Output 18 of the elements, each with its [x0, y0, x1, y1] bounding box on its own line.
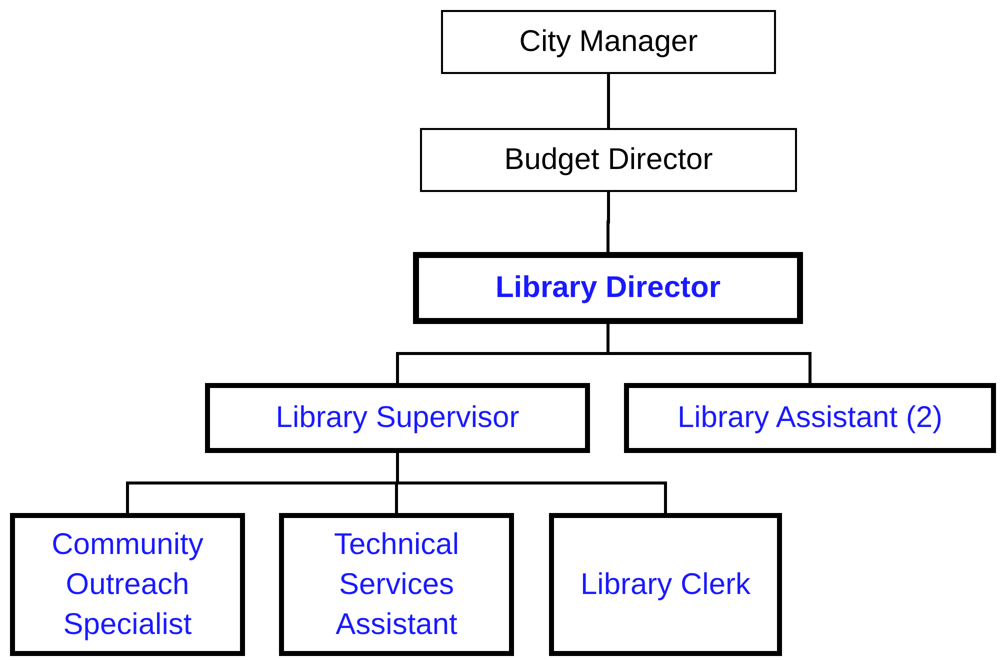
connector-line [606, 192, 610, 252]
position-box [10, 513, 245, 656]
position-box [420, 128, 797, 192]
position-title: City Manager [518, 24, 699, 60]
position-title: Technical Services Assistant [332, 526, 460, 642]
position-title: Library Supervisor [274, 400, 520, 436]
position-box [279, 513, 514, 656]
position-box [205, 383, 590, 453]
position-box [441, 10, 776, 74]
position-title: Community Outreach Specialist [50, 526, 204, 642]
position-box [624, 383, 996, 453]
position-title: Budget Director [503, 142, 714, 178]
position-title: Library Director [494, 270, 722, 306]
position-box [413, 252, 803, 324]
connector-line [607, 74, 610, 128]
position-box [549, 513, 782, 656]
position-title: Library Assistant (2) [676, 400, 944, 436]
position-title: Library Clerk [579, 566, 752, 602]
